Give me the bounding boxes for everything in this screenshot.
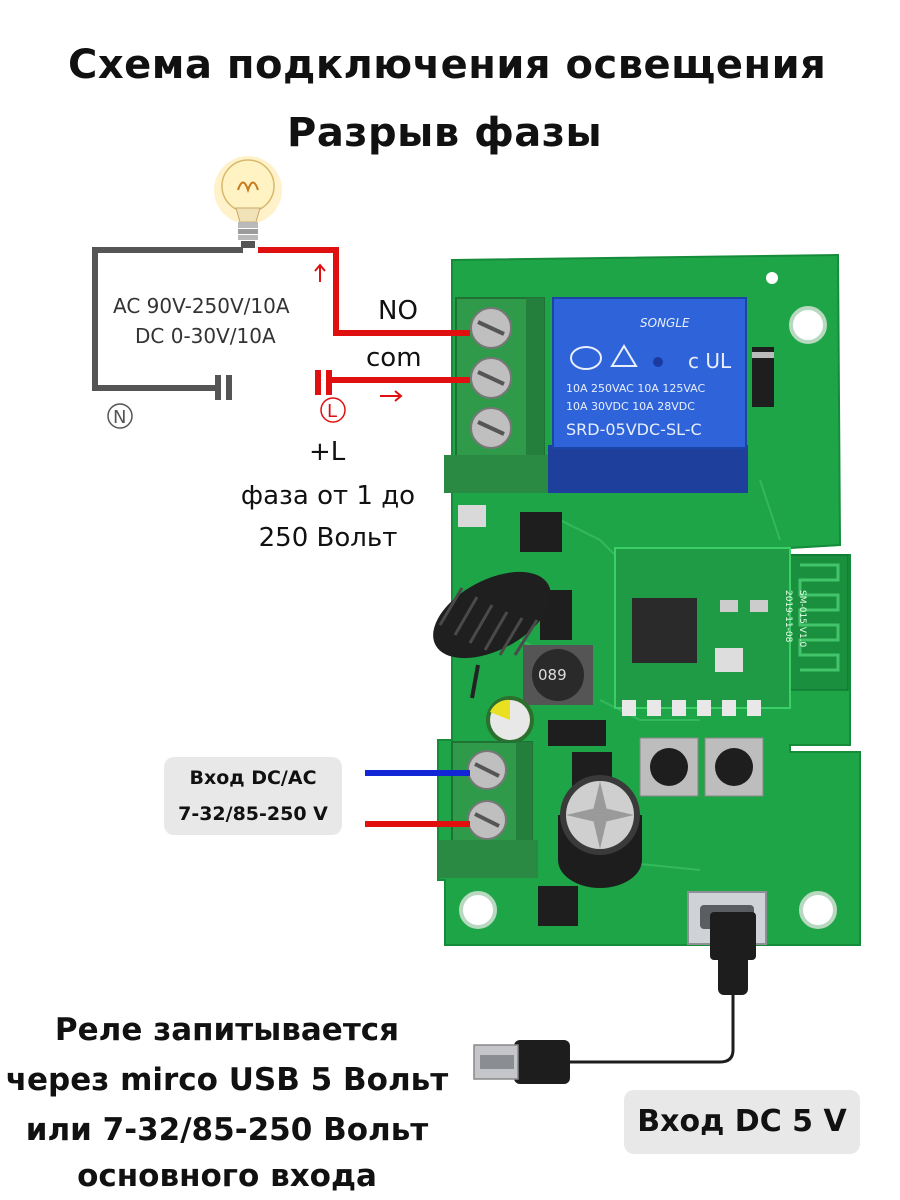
crystal bbox=[458, 505, 486, 527]
neutral-wire bbox=[92, 247, 243, 391]
label-no: NO bbox=[378, 296, 418, 326]
relay: SONGLE c UL 10A 250VAC 10A 125VAC 10A 30… bbox=[464, 297, 748, 493]
power-input-label: Вход DC/AC 7-32/85-250 V bbox=[164, 757, 342, 835]
warning-mark-icon bbox=[610, 344, 638, 367]
micro-usb-port bbox=[687, 891, 767, 960]
inductor-marking: 089 bbox=[538, 666, 567, 684]
terminal-screw-no bbox=[470, 307, 512, 349]
title-line-2: Разрыв фазы bbox=[287, 110, 603, 156]
lamp-to-no-wire bbox=[258, 247, 470, 336]
module-label: SM-015 V1.0 bbox=[797, 590, 807, 648]
wifi-module: SM-015 V1.0 2019-11-08 bbox=[614, 547, 849, 716]
mounting-hole bbox=[766, 272, 778, 284]
antenna-coil bbox=[433, 571, 551, 699]
diode bbox=[752, 347, 774, 407]
micro-usb-plug bbox=[718, 955, 748, 995]
light-bulb-icon bbox=[214, 156, 282, 248]
inductor: 089 bbox=[523, 645, 593, 705]
push-button-left bbox=[639, 737, 699, 797]
mounting-hole bbox=[799, 891, 837, 929]
line-letter: L bbox=[327, 401, 337, 422]
terminal-screw-com bbox=[470, 357, 512, 399]
arrow-right-icon bbox=[380, 390, 403, 402]
rating-dc: DC 0-30V/10A bbox=[135, 324, 276, 348]
line-symbol: L bbox=[320, 397, 346, 423]
usb-cable bbox=[570, 958, 735, 1064]
rating-ac: AC 90V-250V/10A bbox=[113, 294, 290, 318]
relay-rating-1: 10A 250VAC 10A 125VAC bbox=[566, 382, 706, 395]
arrow-up-icon bbox=[314, 263, 326, 282]
label-phase-line-2: 250 Вольт bbox=[258, 523, 398, 553]
neutral-letter: N bbox=[113, 407, 126, 428]
usb-input-label: Вход DC 5 V bbox=[624, 1090, 860, 1154]
power-screw-1 bbox=[467, 750, 507, 790]
label-plus-l: +L bbox=[309, 437, 346, 467]
power-input-label-line-1: Вход DC/AC bbox=[189, 767, 317, 789]
note-line-4: основного входа bbox=[77, 1158, 377, 1194]
wifi-chip bbox=[632, 598, 697, 663]
terminal-screw-nc bbox=[470, 407, 512, 449]
relay-model: SRD-05VDC-SL-C bbox=[566, 420, 702, 439]
module-date: 2019-11-08 bbox=[783, 590, 793, 643]
usb-a-plug bbox=[473, 1040, 570, 1084]
large-capacitor bbox=[558, 775, 642, 888]
power-screw-2 bbox=[467, 800, 507, 840]
note-line-3: или 7-32/85-250 Вольт bbox=[25, 1112, 429, 1148]
cqc-mark-icon bbox=[570, 346, 602, 370]
neutral-symbol: N bbox=[107, 403, 133, 429]
mounting-hole bbox=[789, 306, 827, 344]
push-button-right bbox=[704, 737, 764, 797]
title-line-1: Схема подключения освещения bbox=[68, 42, 827, 88]
mounting-hole bbox=[459, 891, 497, 929]
note-line-2: через mirco USB 5 Вольт bbox=[5, 1062, 449, 1098]
label-com: com bbox=[366, 343, 422, 373]
ul-mark-icon: c UL bbox=[688, 349, 732, 373]
label-phase-line-1: фаза от 1 до bbox=[240, 481, 416, 511]
relay-rating-2: 10A 30VDC 10A 28VDC bbox=[566, 400, 695, 413]
note-line-1: Реле запитывается bbox=[54, 1012, 400, 1048]
power-input-label-line-2: 7-32/85-250 V bbox=[178, 803, 328, 825]
relay-brand: SONGLE bbox=[640, 316, 690, 330]
small-capacitor bbox=[486, 696, 534, 744]
